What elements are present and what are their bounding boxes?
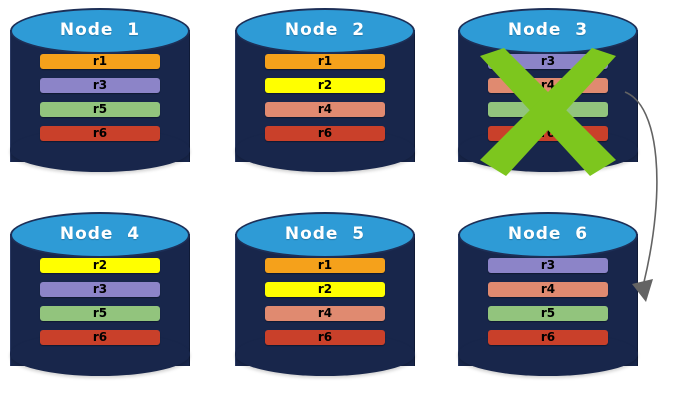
node-2-label: Node 2 bbox=[284, 20, 366, 40]
shard-bar[interactable]: r5 bbox=[488, 306, 608, 321]
shard-bar[interactable]: r1 bbox=[265, 54, 385, 69]
cylinder-top bbox=[235, 8, 415, 54]
node-6[interactable]: Node 6 r3 r4 r5 r6 bbox=[458, 212, 638, 388]
node-2-shards: r1 r2 r4 r6 bbox=[265, 54, 385, 150]
shard-bar[interactable]: r5 bbox=[40, 306, 160, 321]
shard-bar[interactable]: r3 bbox=[488, 258, 608, 273]
shard-bar[interactable]: r4 bbox=[265, 306, 385, 321]
shard-bar[interactable]: r3 bbox=[488, 54, 608, 69]
node-1-label: Node 1 bbox=[59, 20, 141, 40]
shard-bar[interactable]: r1 bbox=[265, 258, 385, 273]
shard-bar[interactable]: r2 bbox=[265, 78, 385, 93]
shard-bar[interactable]: r1 bbox=[40, 54, 160, 69]
node-4[interactable]: Node 4 r2 r3 r5 r6 bbox=[10, 212, 190, 388]
shard-bar[interactable]: r4 bbox=[265, 102, 385, 117]
node-5-shards: r1 r2 r4 r6 bbox=[265, 258, 385, 354]
node-3-label: Node 3 bbox=[507, 20, 589, 40]
shard-bar[interactable]: r5 bbox=[488, 102, 608, 117]
shard-bar[interactable]: r6 bbox=[40, 330, 160, 345]
recovery-arrow bbox=[624, 91, 658, 302]
node-3-shards: r3 r4 r5 r6 bbox=[488, 54, 608, 150]
shard-bar[interactable]: r3 bbox=[40, 282, 160, 297]
shard-bar[interactable]: r6 bbox=[488, 330, 608, 345]
shard-bar[interactable]: r6 bbox=[488, 126, 608, 141]
shard-bar[interactable]: r4 bbox=[488, 282, 608, 297]
cylinder-top bbox=[458, 212, 638, 258]
node-5-label: Node 5 bbox=[284, 224, 366, 244]
shard-bar[interactable]: r6 bbox=[265, 330, 385, 345]
cylinder-top bbox=[10, 8, 190, 54]
node-1[interactable]: Node 1 r1 r3 r5 r6 bbox=[10, 8, 190, 184]
shard-bar[interactable]: r3 bbox=[40, 78, 160, 93]
node-4-label: Node 4 bbox=[59, 224, 141, 244]
node-6-shards: r3 r4 r5 r6 bbox=[488, 258, 608, 354]
arrow-path bbox=[624, 91, 658, 283]
node-6-label: Node 6 bbox=[507, 224, 589, 244]
shard-bar[interactable]: r6 bbox=[40, 126, 160, 141]
shard-bar[interactable]: r2 bbox=[40, 258, 160, 273]
shard-bar[interactable]: r2 bbox=[265, 282, 385, 297]
node-1-shards: r1 r3 r5 r6 bbox=[40, 54, 160, 150]
node-2[interactable]: Node 2 r1 r2 r4 r6 bbox=[235, 8, 415, 184]
cylinder-top bbox=[235, 212, 415, 258]
arrow-head-icon bbox=[632, 279, 653, 302]
shard-bar[interactable]: r4 bbox=[488, 78, 608, 93]
shard-bar[interactable]: r6 bbox=[265, 126, 385, 141]
shard-bar[interactable]: r5 bbox=[40, 102, 160, 117]
node-5[interactable]: Node 5 r1 r2 r4 r6 bbox=[235, 212, 415, 388]
cylinder-top bbox=[10, 212, 190, 258]
node-4-shards: r2 r3 r5 r6 bbox=[40, 258, 160, 354]
